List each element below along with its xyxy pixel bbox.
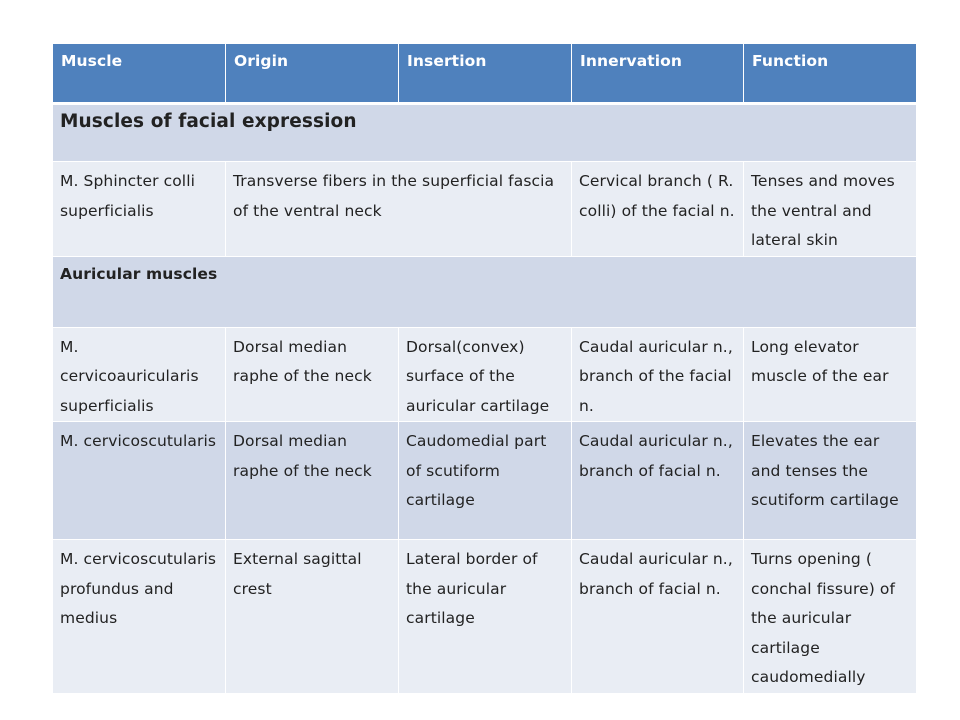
cell-innervation: Caudal auricular n., branch of facial n. [571, 539, 744, 694]
section-title-facial: Muscles of facial expression [52, 103, 917, 162]
cell-muscle: M. cervicoscutularis profundus and mediu… [52, 539, 226, 694]
header-function: Function [743, 43, 917, 105]
cell-function: Elevates the ear and tenses the scutifor… [743, 421, 917, 540]
cell-function: Turns opening ( conchal fissure) of the … [743, 539, 917, 694]
header-muscle: Muscle [52, 43, 226, 105]
cell-origin: Dorsal median raphe of the neck [225, 326, 399, 422]
cell-insertion: Lateral border of the auricular cartilag… [398, 539, 572, 694]
header-row: Muscle Origin Insertion Innervation Func… [52, 43, 917, 105]
cell-innervation: Caudal auricular n., branch of facial n. [571, 421, 744, 540]
section-row-facial: Muscles of facial expression [52, 103, 917, 162]
cell-origin: Dorsal median raphe of the neck [225, 421, 399, 540]
cell-innervation: Cervical branch ( R. colli) of the facia… [571, 161, 744, 257]
section-row-auricular: Auricular muscles [52, 255, 917, 328]
cell-insertion: Dorsal(convex) surface of the auricular … [398, 326, 572, 422]
cell-function: Tenses and moves the ventral and lateral… [743, 161, 917, 257]
header-insertion: Insertion [398, 43, 572, 105]
table-row: M. cervicoauricularis superficialis Dors… [52, 326, 917, 422]
table-row: M. Sphincter colli superficialis Transve… [52, 161, 917, 257]
cell-innervation: Caudal auricular n., branch of the facia… [571, 326, 744, 422]
table-row: M. cervicoscutularis Dorsal median raphe… [52, 421, 917, 540]
muscle-table: Muscle Origin Insertion Innervation Func… [52, 43, 917, 694]
cell-insertion: Caudomedial part of scutiform cartilage [398, 421, 572, 540]
cell-muscle: M. cervicoauricularis superficialis [52, 326, 226, 422]
cell-origin-insertion: Transverse fibers in the superficial fas… [225, 161, 572, 257]
cell-muscle: M. Sphincter colli superficialis [52, 161, 226, 257]
cell-muscle: M. cervicoscutularis [52, 421, 226, 540]
header-origin: Origin [225, 43, 399, 105]
cell-origin: External sagittal crest [225, 539, 399, 694]
section-title-auricular: Auricular muscles [52, 255, 917, 328]
header-innervation: Innervation [571, 43, 744, 105]
cell-function: Long elevator muscle of the ear [743, 326, 917, 422]
table-row: M. cervicoscutularis profundus and mediu… [52, 539, 917, 694]
